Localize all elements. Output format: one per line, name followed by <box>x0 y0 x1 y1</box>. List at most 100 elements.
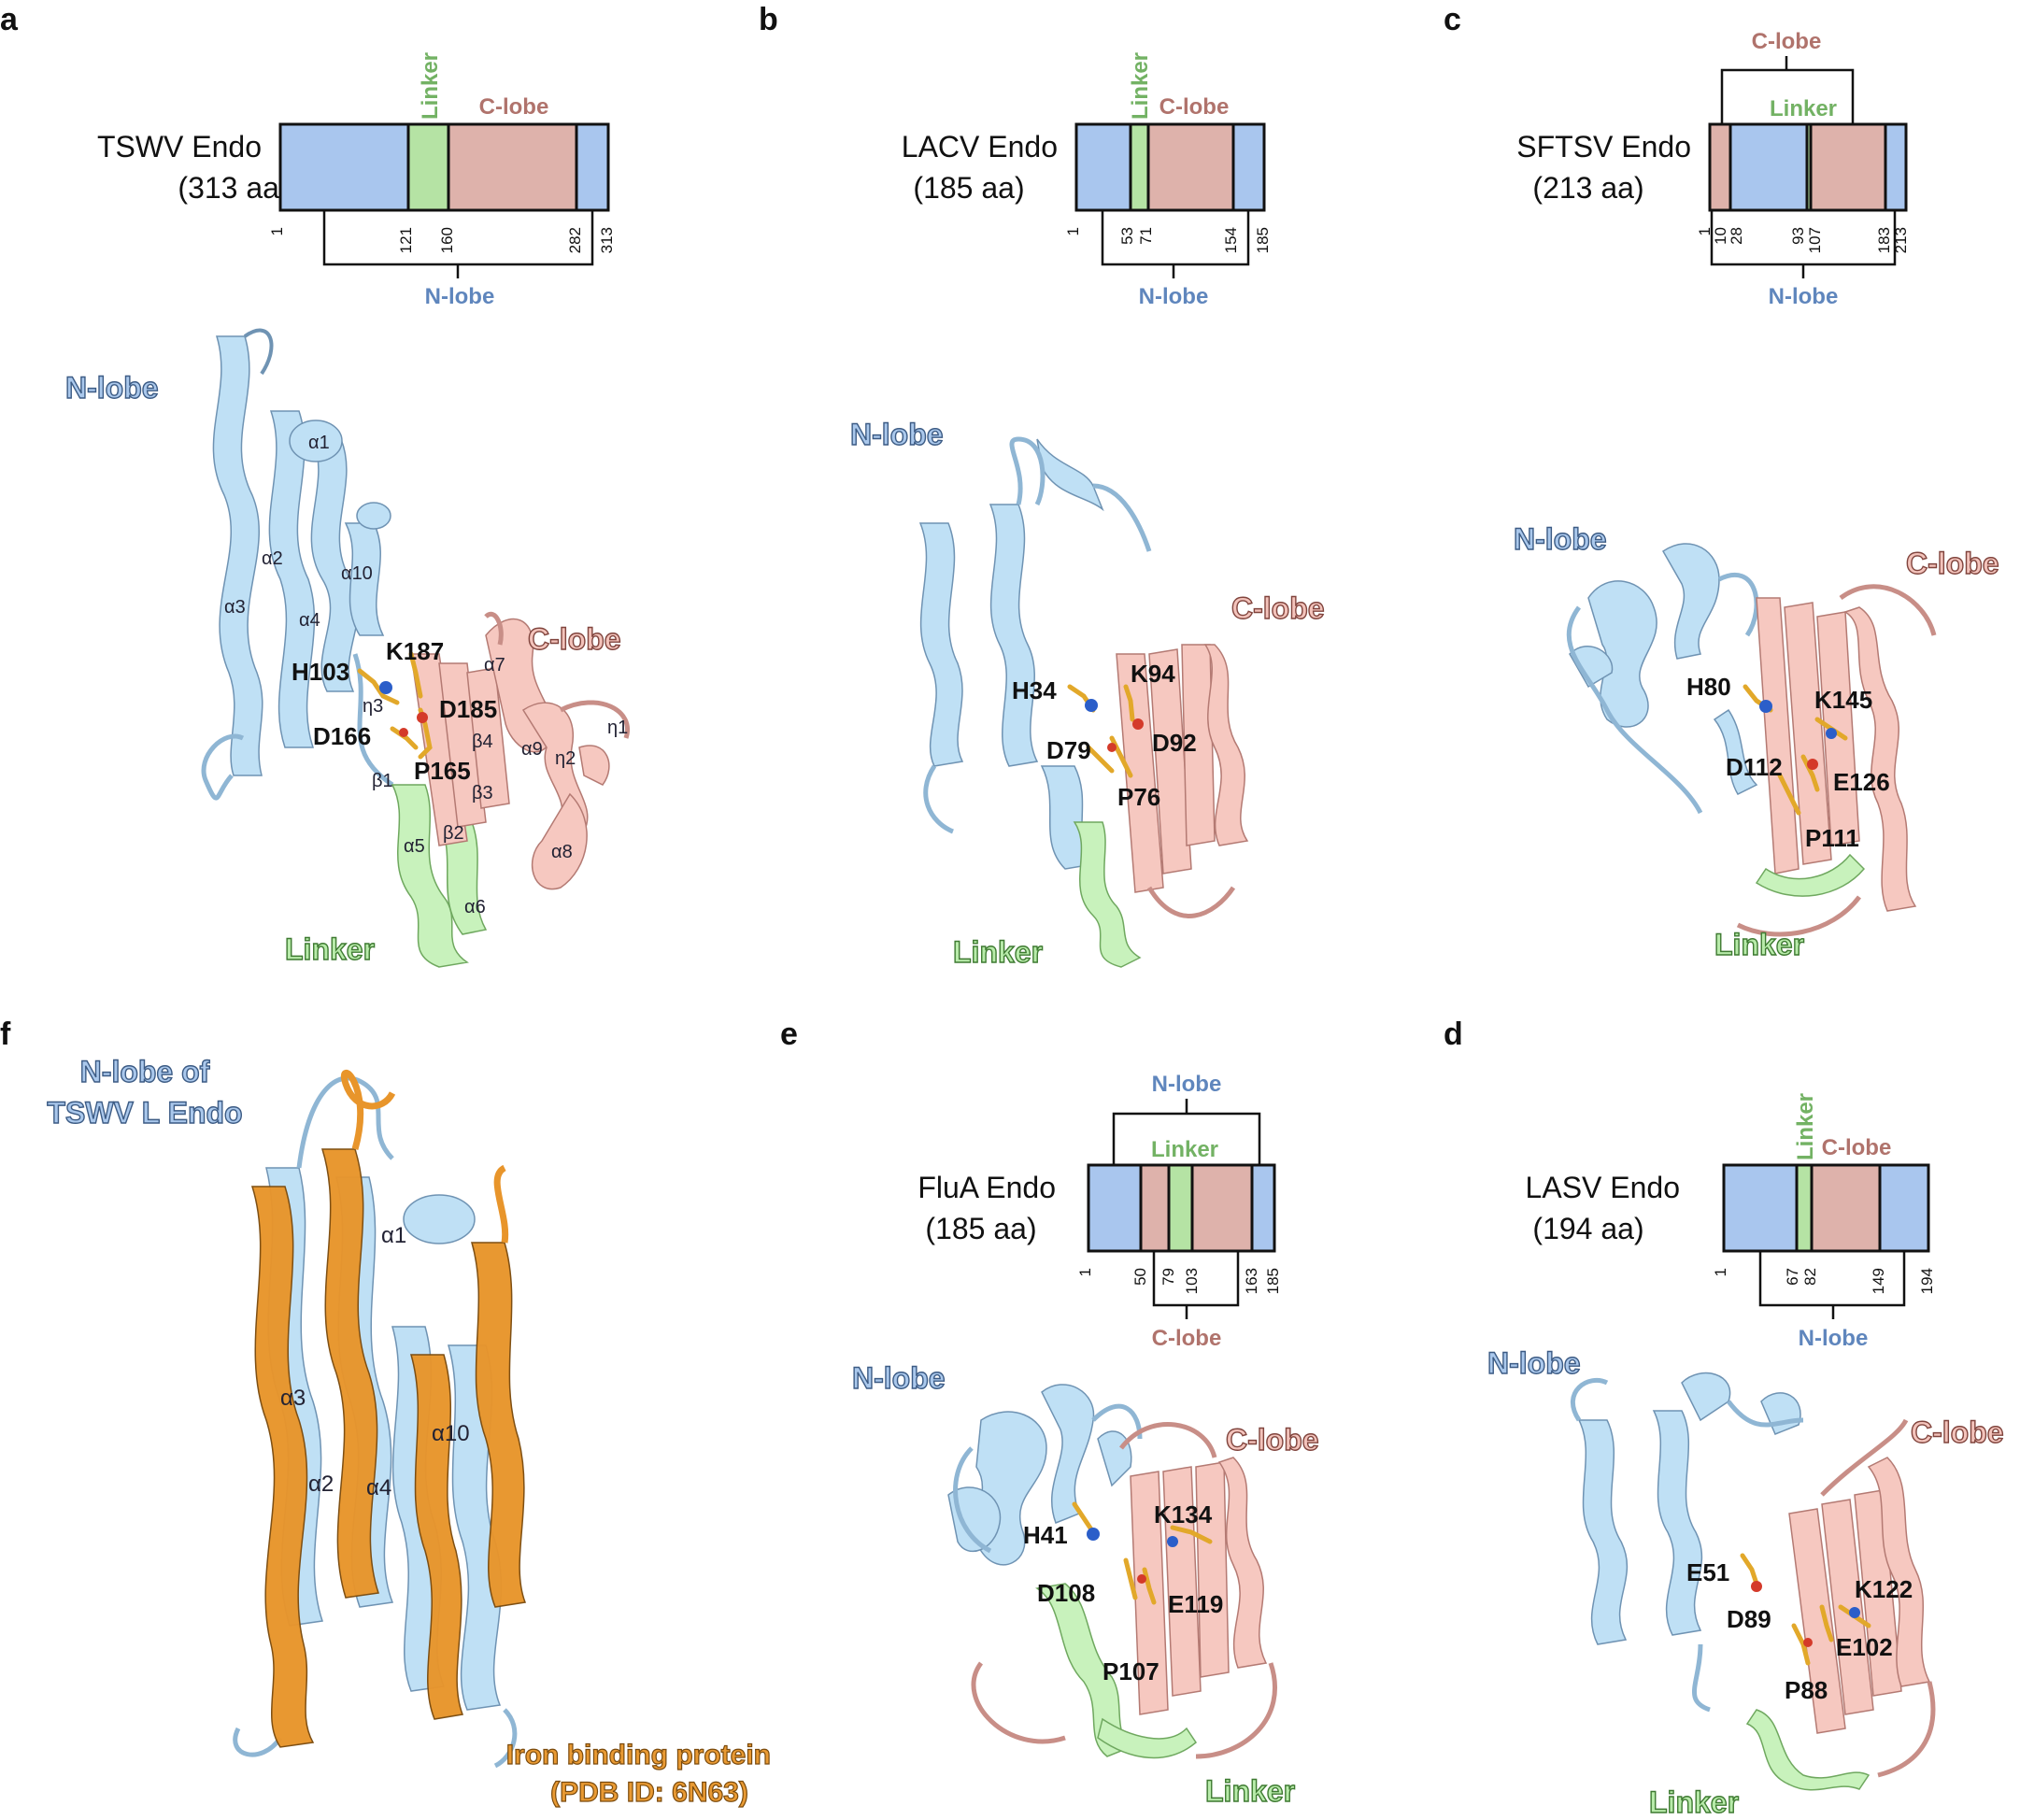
c-lobe-structure-label: C-lobe <box>1906 547 1999 580</box>
n-lobe-label: N-lobe <box>1799 1326 1869 1351</box>
residue-tick: 313 <box>598 227 616 253</box>
n-lobe-bracket <box>1101 210 1250 266</box>
n-lobe-label: N-lobe <box>1139 284 1209 309</box>
protein-length: (194 aa) <box>1532 1212 1643 1245</box>
ss-element: α2 <box>308 1472 334 1497</box>
residue-label: P107 <box>1102 1657 1159 1685</box>
protein-name: LASV Endo <box>1526 1171 1680 1204</box>
c-lobe-structure-label: C-lobe <box>528 622 621 656</box>
residue-tick: 67 <box>1784 1268 1801 1286</box>
residue-label: E126 <box>1833 768 1890 796</box>
c-lobe-segment <box>1710 124 1730 210</box>
residue-label: P76 <box>1117 783 1160 811</box>
ss-element: α4 <box>299 610 320 631</box>
ss-element: β3 <box>472 783 493 803</box>
residue-label: K187 <box>386 637 444 665</box>
n-lobe-structure-label: N-lobe <box>65 371 159 405</box>
ss-element: α10 <box>341 563 373 584</box>
residue-tick: 103 <box>1183 1268 1201 1294</box>
residue-label: K145 <box>1814 686 1872 714</box>
n-lobe-structure-label: N-lobe <box>850 418 944 451</box>
domain-bar <box>1722 1163 1930 1253</box>
ss-element: η1 <box>607 718 628 738</box>
n-lobe-segment <box>1233 124 1264 210</box>
c-lobe-structure-label: C-lobe <box>1231 591 1325 625</box>
n-lobe-segment <box>1252 1165 1274 1251</box>
ss-element: α9 <box>521 739 543 760</box>
linker-label: Linker <box>1151 1137 1218 1162</box>
residue-tick: 28 <box>1728 227 1745 245</box>
panel-label: f <box>0 1017 11 1052</box>
linker-structure-label: Linker <box>953 935 1043 969</box>
residue-tick: 185 <box>1254 227 1272 253</box>
residue-label: P88 <box>1785 1676 1828 1704</box>
ss-element: α1 <box>381 1223 406 1248</box>
protein-name: LACV Endo <box>902 130 1058 164</box>
c-lobe-label: C-lobe <box>1822 1135 1892 1160</box>
n-lobe-segment <box>1885 124 1906 210</box>
n-lobe-label-line-1: N-lobe of <box>80 1055 210 1088</box>
residue-tick: 213 <box>1892 227 1910 253</box>
protein-length: (185 aa) <box>925 1212 1036 1245</box>
protein-length: (185 aa) <box>913 171 1024 205</box>
ss-element: β2 <box>443 823 464 844</box>
n-lobe-label: N-lobe <box>1769 284 1839 309</box>
n-lobe-segment <box>576 124 608 210</box>
linker-segment <box>1131 124 1148 210</box>
c-lobe-label: C-lobe <box>1159 94 1230 120</box>
domain-bar <box>278 122 610 212</box>
residue-tick: 154 <box>1222 227 1240 253</box>
linker-segment <box>408 124 448 210</box>
residue-tick: 79 <box>1159 1268 1177 1286</box>
n-lobe-label: N-lobe <box>1152 1072 1222 1097</box>
c-lobe-segment <box>1141 1165 1169 1251</box>
residue-label: K94 <box>1131 660 1175 688</box>
c-lobe-segment <box>1148 124 1233 210</box>
residue-tick: 163 <box>1243 1268 1260 1294</box>
residue-label: P165 <box>414 757 471 785</box>
linker-structure-label: Linker <box>1649 1785 1739 1819</box>
panel-label: d <box>1444 1017 1463 1052</box>
protein-name: FluA Endo <box>918 1171 1056 1204</box>
n-lobe-segment <box>1724 1165 1797 1251</box>
c-lobe-label: C-lobe <box>1752 29 1822 54</box>
n-lobe-bracket <box>322 210 594 266</box>
structure-cartoon <box>947 1384 1277 1759</box>
residue-label: D92 <box>1152 729 1197 757</box>
ss-element: η3 <box>363 696 383 717</box>
residue-tick: 149 <box>1870 1268 1887 1294</box>
ss-element: α4 <box>366 1475 391 1500</box>
n-lobe-segment <box>1088 1165 1141 1251</box>
panel-c: c SFTSV Endo (213 aa) C-lobe Linker 1 10… <box>1444 2 1999 962</box>
residue-tick: 121 <box>397 227 415 253</box>
ss-element: α3 <box>280 1386 306 1411</box>
residue-label: D79 <box>1046 736 1091 764</box>
structure-cartoon <box>918 436 1249 968</box>
residue-tick: 82 <box>1801 1268 1819 1286</box>
ss-element: α2 <box>262 548 283 569</box>
residue-tick: 1 <box>1064 227 1082 235</box>
residue-tick: 160 <box>438 227 456 253</box>
n-lobe-structure-label: N-lobe <box>852 1361 946 1395</box>
ss-element: α1 <box>308 433 330 453</box>
iron-protein-label-line-1: Iron binding protein <box>506 1740 771 1770</box>
residue-label: K122 <box>1855 1575 1913 1603</box>
panel-b: b LACV Endo (185 aa) Linker C-lobe 1 53 … <box>759 2 1325 970</box>
ss-element: α8 <box>551 842 573 862</box>
protein-length: (213 aa) <box>1532 171 1643 205</box>
panel-a: a TSWV Endo (313 aa) Linker C-lobe 1 121… <box>0 2 630 968</box>
panel-label: e <box>780 1017 798 1052</box>
linker-label: Linker <box>418 52 443 120</box>
residue-tick: 1 <box>1712 1268 1729 1276</box>
panel-label: a <box>0 2 19 37</box>
residue-label: H80 <box>1686 673 1731 701</box>
residue-label: E119 <box>1168 1590 1223 1618</box>
panel-e: e N-lobe Linker FluA Endo (185 aa) 1 50 … <box>780 1017 1319 1809</box>
ss-element: α5 <box>404 836 425 857</box>
c-lobe-segment <box>448 124 576 210</box>
n-lobe-segment <box>1880 1165 1928 1251</box>
n-lobe-structure-label: N-lobe <box>1487 1346 1581 1380</box>
residue-tick: 1 <box>268 227 286 235</box>
ss-element: β4 <box>472 732 493 752</box>
